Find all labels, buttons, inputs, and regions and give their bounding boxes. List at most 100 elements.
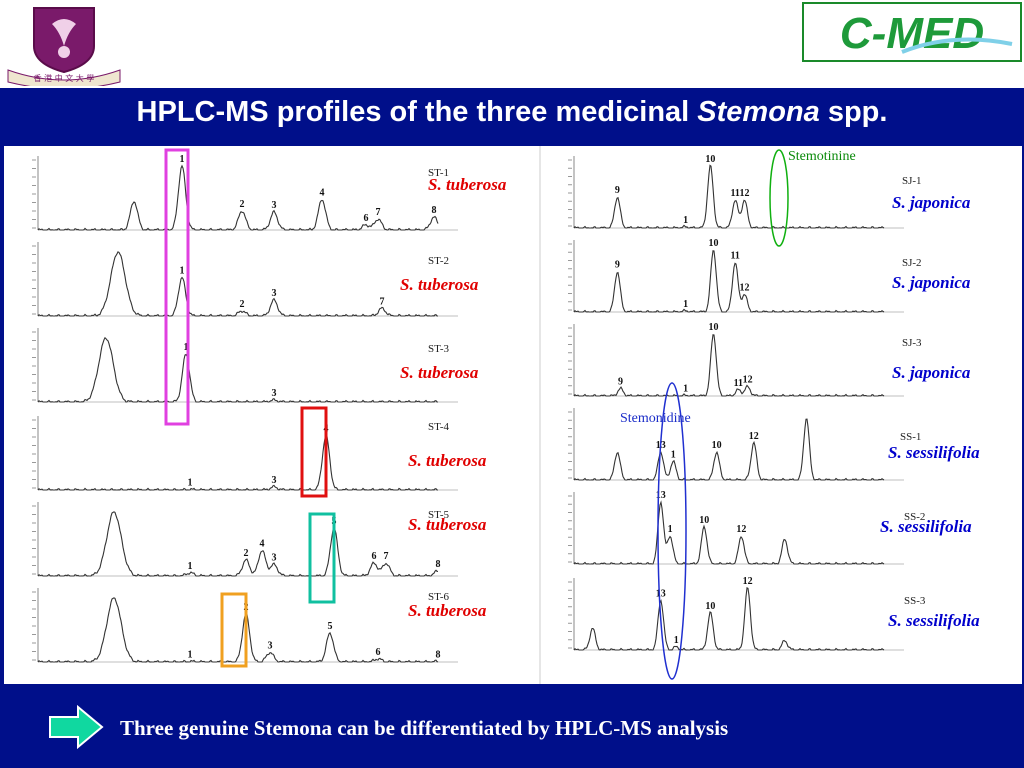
- peak-label: 11: [730, 188, 739, 199]
- peak-label: 3: [272, 388, 277, 399]
- species-label: S. japonica: [892, 193, 971, 212]
- sample-code: ST-3: [428, 343, 449, 355]
- sample-code: SS-2: [904, 511, 925, 523]
- peak-label: 12: [740, 188, 750, 199]
- title-italic: Stemona: [697, 96, 820, 128]
- right-trace-SJ-1: [573, 164, 885, 229]
- species-label: S. tuberosa: [408, 601, 487, 620]
- sample-code: ST-1: [428, 167, 449, 179]
- sample-code: SS-3: [904, 595, 926, 607]
- header-bar: 香 港 中 文 大 學 C-MED: [0, 0, 1024, 88]
- sample-code: ST-4: [428, 421, 449, 433]
- cuhk-logo-text: 香 港 中 文 大 學: [34, 73, 95, 83]
- cmed-logo-text: C-MED: [840, 9, 984, 58]
- sample-code: SJ-2: [902, 257, 922, 269]
- left-trace-ST-4: [37, 433, 438, 491]
- peak-label: 10: [712, 440, 722, 451]
- arrow-icon: [49, 705, 104, 749]
- peak-label: 1: [180, 154, 185, 165]
- stemonidine-ellipse: [657, 382, 687, 680]
- peak-label: 8: [436, 649, 441, 660]
- stemotinine-label: Stemotinine: [788, 149, 856, 164]
- peak-label: 10: [705, 601, 715, 612]
- peak-label: 9: [618, 377, 623, 388]
- peak-label: 6: [372, 551, 377, 562]
- left-trace-ST-2: [37, 251, 438, 317]
- species-label: S. sessilifolia: [880, 517, 972, 536]
- peak-label: 8: [436, 559, 441, 570]
- peak-label: 1: [668, 524, 673, 535]
- peak-label: 2: [244, 548, 249, 559]
- species-label: S. sessilifolia: [888, 611, 980, 630]
- peak-label: 3: [272, 552, 277, 563]
- peak-label: 2: [240, 299, 245, 310]
- highlight-box-peak-2: [220, 592, 248, 668]
- cuhk-logo: 香 港 中 文 大 學: [4, 4, 124, 86]
- species-label: S. tuberosa: [400, 363, 479, 382]
- left-trace-ST-1: [37, 164, 439, 231]
- title-prefix: HPLC-MS profiles of the three medicinal: [136, 96, 698, 128]
- highlight-box-peak-1: [164, 148, 190, 426]
- highlight-box-peak-4: [300, 406, 328, 498]
- highlight-box-peak-5: [308, 512, 336, 604]
- peak-label: 13: [656, 490, 666, 501]
- sample-code: ST-6: [428, 591, 449, 603]
- peak-label: 8: [432, 205, 437, 216]
- title-suffix: spp.: [819, 96, 888, 128]
- peak-label: 10: [709, 322, 719, 333]
- peak-label: 7: [380, 296, 385, 307]
- peak-label: 10: [709, 238, 719, 249]
- peak-label: 7: [376, 207, 381, 218]
- peak-label: 11: [730, 250, 739, 261]
- species-label: S. japonica: [892, 273, 971, 292]
- peak-label: 1: [188, 561, 193, 572]
- cmed-logo: C-MED: [802, 2, 1022, 62]
- sample-code: ST-5: [428, 509, 449, 521]
- peak-label: 3: [272, 200, 277, 211]
- peak-label: 1: [683, 383, 688, 394]
- stemotinine-circle: [769, 149, 789, 247]
- species-label: S. sessilifolia: [888, 443, 980, 462]
- peak-label: 1: [188, 649, 193, 660]
- peak-label: 1: [683, 215, 688, 226]
- conclusion-text: Three genuine Stemona can be differentia…: [120, 716, 729, 740]
- left-trace-ST-5: [37, 511, 439, 577]
- peak-label: 6: [376, 647, 381, 658]
- peak-label: 12: [743, 375, 753, 386]
- peak-label: 12: [749, 431, 759, 442]
- peak-label: 11: [734, 378, 743, 389]
- peak-label: 13: [656, 588, 666, 599]
- peak-label: 1: [683, 299, 688, 310]
- peak-label: 1: [674, 635, 679, 646]
- peak-label: 9: [615, 260, 620, 271]
- right-trace-SS-1: [573, 418, 885, 481]
- sample-code: SJ-3: [902, 337, 922, 349]
- sample-code: SS-1: [900, 431, 921, 443]
- species-label: S. tuberosa: [408, 515, 487, 534]
- peak-label: 12: [740, 283, 750, 294]
- peak-label: 5: [328, 621, 333, 632]
- species-label: S. tuberosa: [408, 451, 487, 470]
- peak-label: 7: [384, 551, 389, 562]
- peak-label: 1: [671, 449, 676, 460]
- right-trace-SJ-2: [573, 250, 885, 313]
- peak-label: 4: [320, 187, 325, 198]
- right-trace-SJ-3: [573, 334, 885, 397]
- species-label: S. tuberosa: [428, 175, 507, 194]
- left-trace-ST-6: [37, 597, 439, 663]
- peak-label: 10: [705, 154, 715, 165]
- peak-label: 12: [743, 576, 753, 587]
- peak-label: 1: [184, 342, 189, 353]
- stemonidine-label: Stemonidine: [620, 411, 691, 426]
- sample-code: ST-2: [428, 255, 449, 267]
- peak-label: 6: [364, 213, 369, 224]
- peak-label: 3: [268, 640, 273, 651]
- peak-label: 12: [736, 524, 746, 535]
- peak-label: 1: [180, 266, 185, 277]
- right-trace-SS-2: [573, 500, 885, 565]
- slide-title: HPLC-MS profiles of the three medicinal …: [0, 96, 1024, 129]
- sample-code: SJ-1: [902, 175, 922, 187]
- species-label: S. tuberosa: [400, 275, 479, 294]
